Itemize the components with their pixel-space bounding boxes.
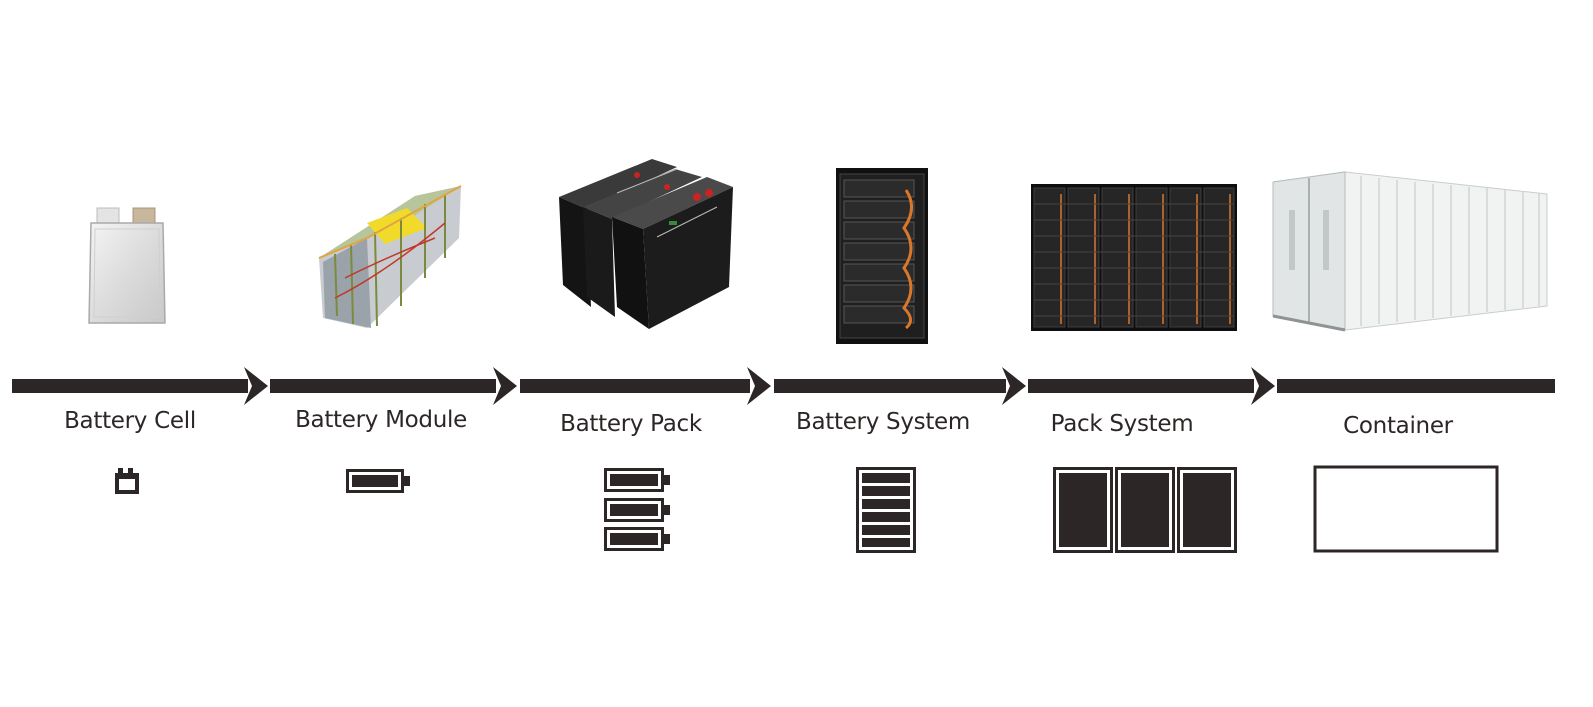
battery-cell-image: [88, 207, 166, 324]
pack-system-image: [1031, 184, 1237, 331]
stage-label-battery-system: Battery System: [795, 409, 971, 435]
battery-pack-icon: [604, 468, 670, 551]
battery-system-icon: [856, 467, 916, 553]
stage-label-container: Container: [1343, 413, 1453, 439]
stage-label-pack-system: Pack System: [1050, 411, 1194, 437]
timeline-arrow-2: [270, 367, 517, 405]
stage-label-battery-cell: Battery Cell: [64, 408, 196, 434]
timeline-arrow-4: [774, 367, 1026, 405]
battery-pack-image: [559, 159, 733, 329]
timeline-arrow-1: [12, 367, 268, 405]
battery-module-image: [318, 185, 462, 328]
timeline-segment-6: [1277, 379, 1555, 393]
battery-module-icon: [346, 469, 410, 493]
stage-label-battery-pack: Battery Pack: [560, 411, 702, 437]
pack-system-icon: [1053, 467, 1237, 553]
battery-system-image: [836, 168, 928, 344]
process-arrow-timeline: [12, 367, 1555, 405]
timeline-arrow-3: [520, 367, 771, 405]
container-image: [1272, 171, 1548, 332]
stage-label-battery-module: Battery Module: [295, 407, 467, 433]
battery-cell-icon: [115, 468, 139, 494]
timeline-arrow-5: [1028, 367, 1275, 405]
container-icon: [1313, 465, 1499, 553]
